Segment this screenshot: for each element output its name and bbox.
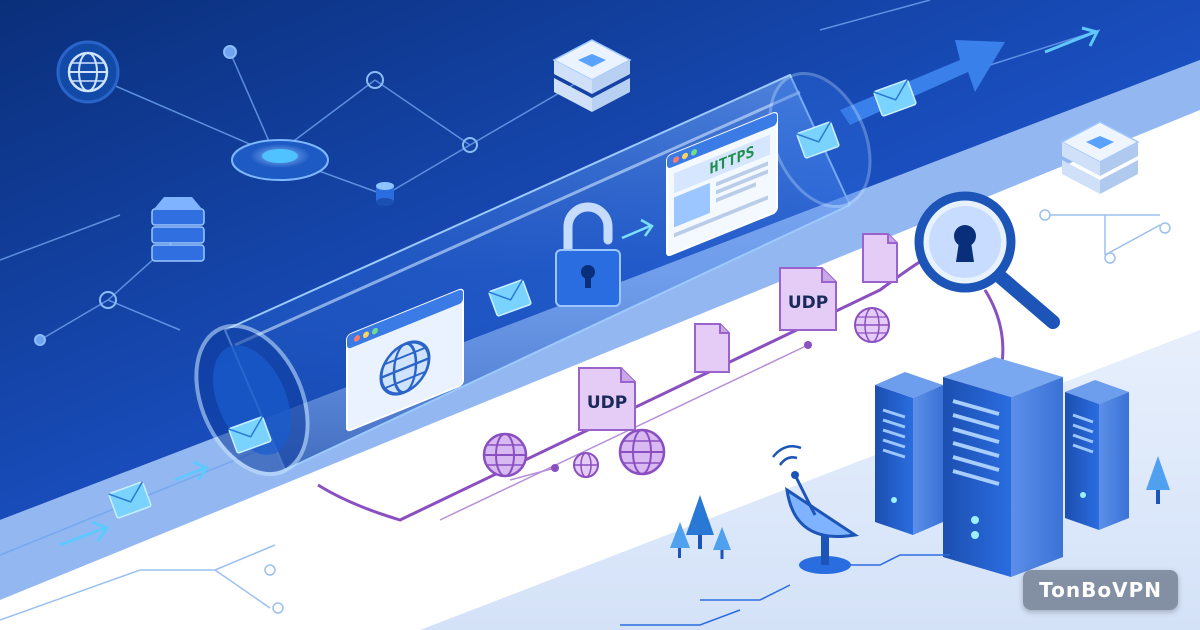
globe-icon [482, 432, 528, 478]
network-nodes [34, 45, 478, 346]
https-browser-window: HTTPS [666, 112, 778, 256]
tree-icon [686, 495, 714, 549]
envelope-icon [796, 121, 840, 159]
server-tower-icon [1065, 380, 1129, 530]
globe-icon [379, 340, 431, 396]
server-tower-icon [875, 372, 943, 535]
udp-label-upper: UDP [788, 293, 828, 313]
circuit-lines [0, 544, 284, 621]
file-icon [862, 233, 898, 283]
network-lines-right [1039, 209, 1171, 264]
udp-path-branch [509, 467, 556, 481]
network-hub-icon [231, 139, 329, 181]
browser-window-icon [346, 288, 464, 432]
envelope-icon [873, 79, 917, 117]
globe-icon [56, 40, 120, 104]
udp-label-lower: UDP [587, 393, 627, 413]
arrow-icon [621, 218, 654, 240]
tree-icon [1146, 456, 1170, 504]
tree-icon [713, 527, 731, 559]
magnifier-key-icon [914, 191, 1060, 329]
server-stack-icon [1060, 121, 1140, 194]
server-tower-icon [943, 357, 1063, 577]
file-icon [694, 323, 730, 373]
globe-icon [618, 428, 666, 476]
brand-watermark: TonBoVPN [1023, 570, 1178, 610]
udp-file-icon: UDP [578, 367, 636, 431]
globe-icon [573, 452, 599, 478]
arrow-icon [59, 26, 1100, 547]
padlock-icon [555, 202, 621, 307]
server-stack-icon [552, 39, 632, 112]
envelope-icon [488, 279, 532, 317]
tree-icon [670, 522, 690, 558]
envelope-icon [108, 481, 152, 519]
udp-path-branch [439, 344, 809, 521]
background-edge-band [0, 60, 1200, 600]
udp-file-icon: UDP [779, 267, 837, 331]
database-icon [376, 182, 394, 206]
globe-icon [854, 307, 890, 343]
circuit-lines [620, 554, 950, 626]
envelope-icon [228, 416, 272, 454]
server-stack-icon [151, 197, 205, 262]
satellite-dish-icon [772, 445, 860, 574]
